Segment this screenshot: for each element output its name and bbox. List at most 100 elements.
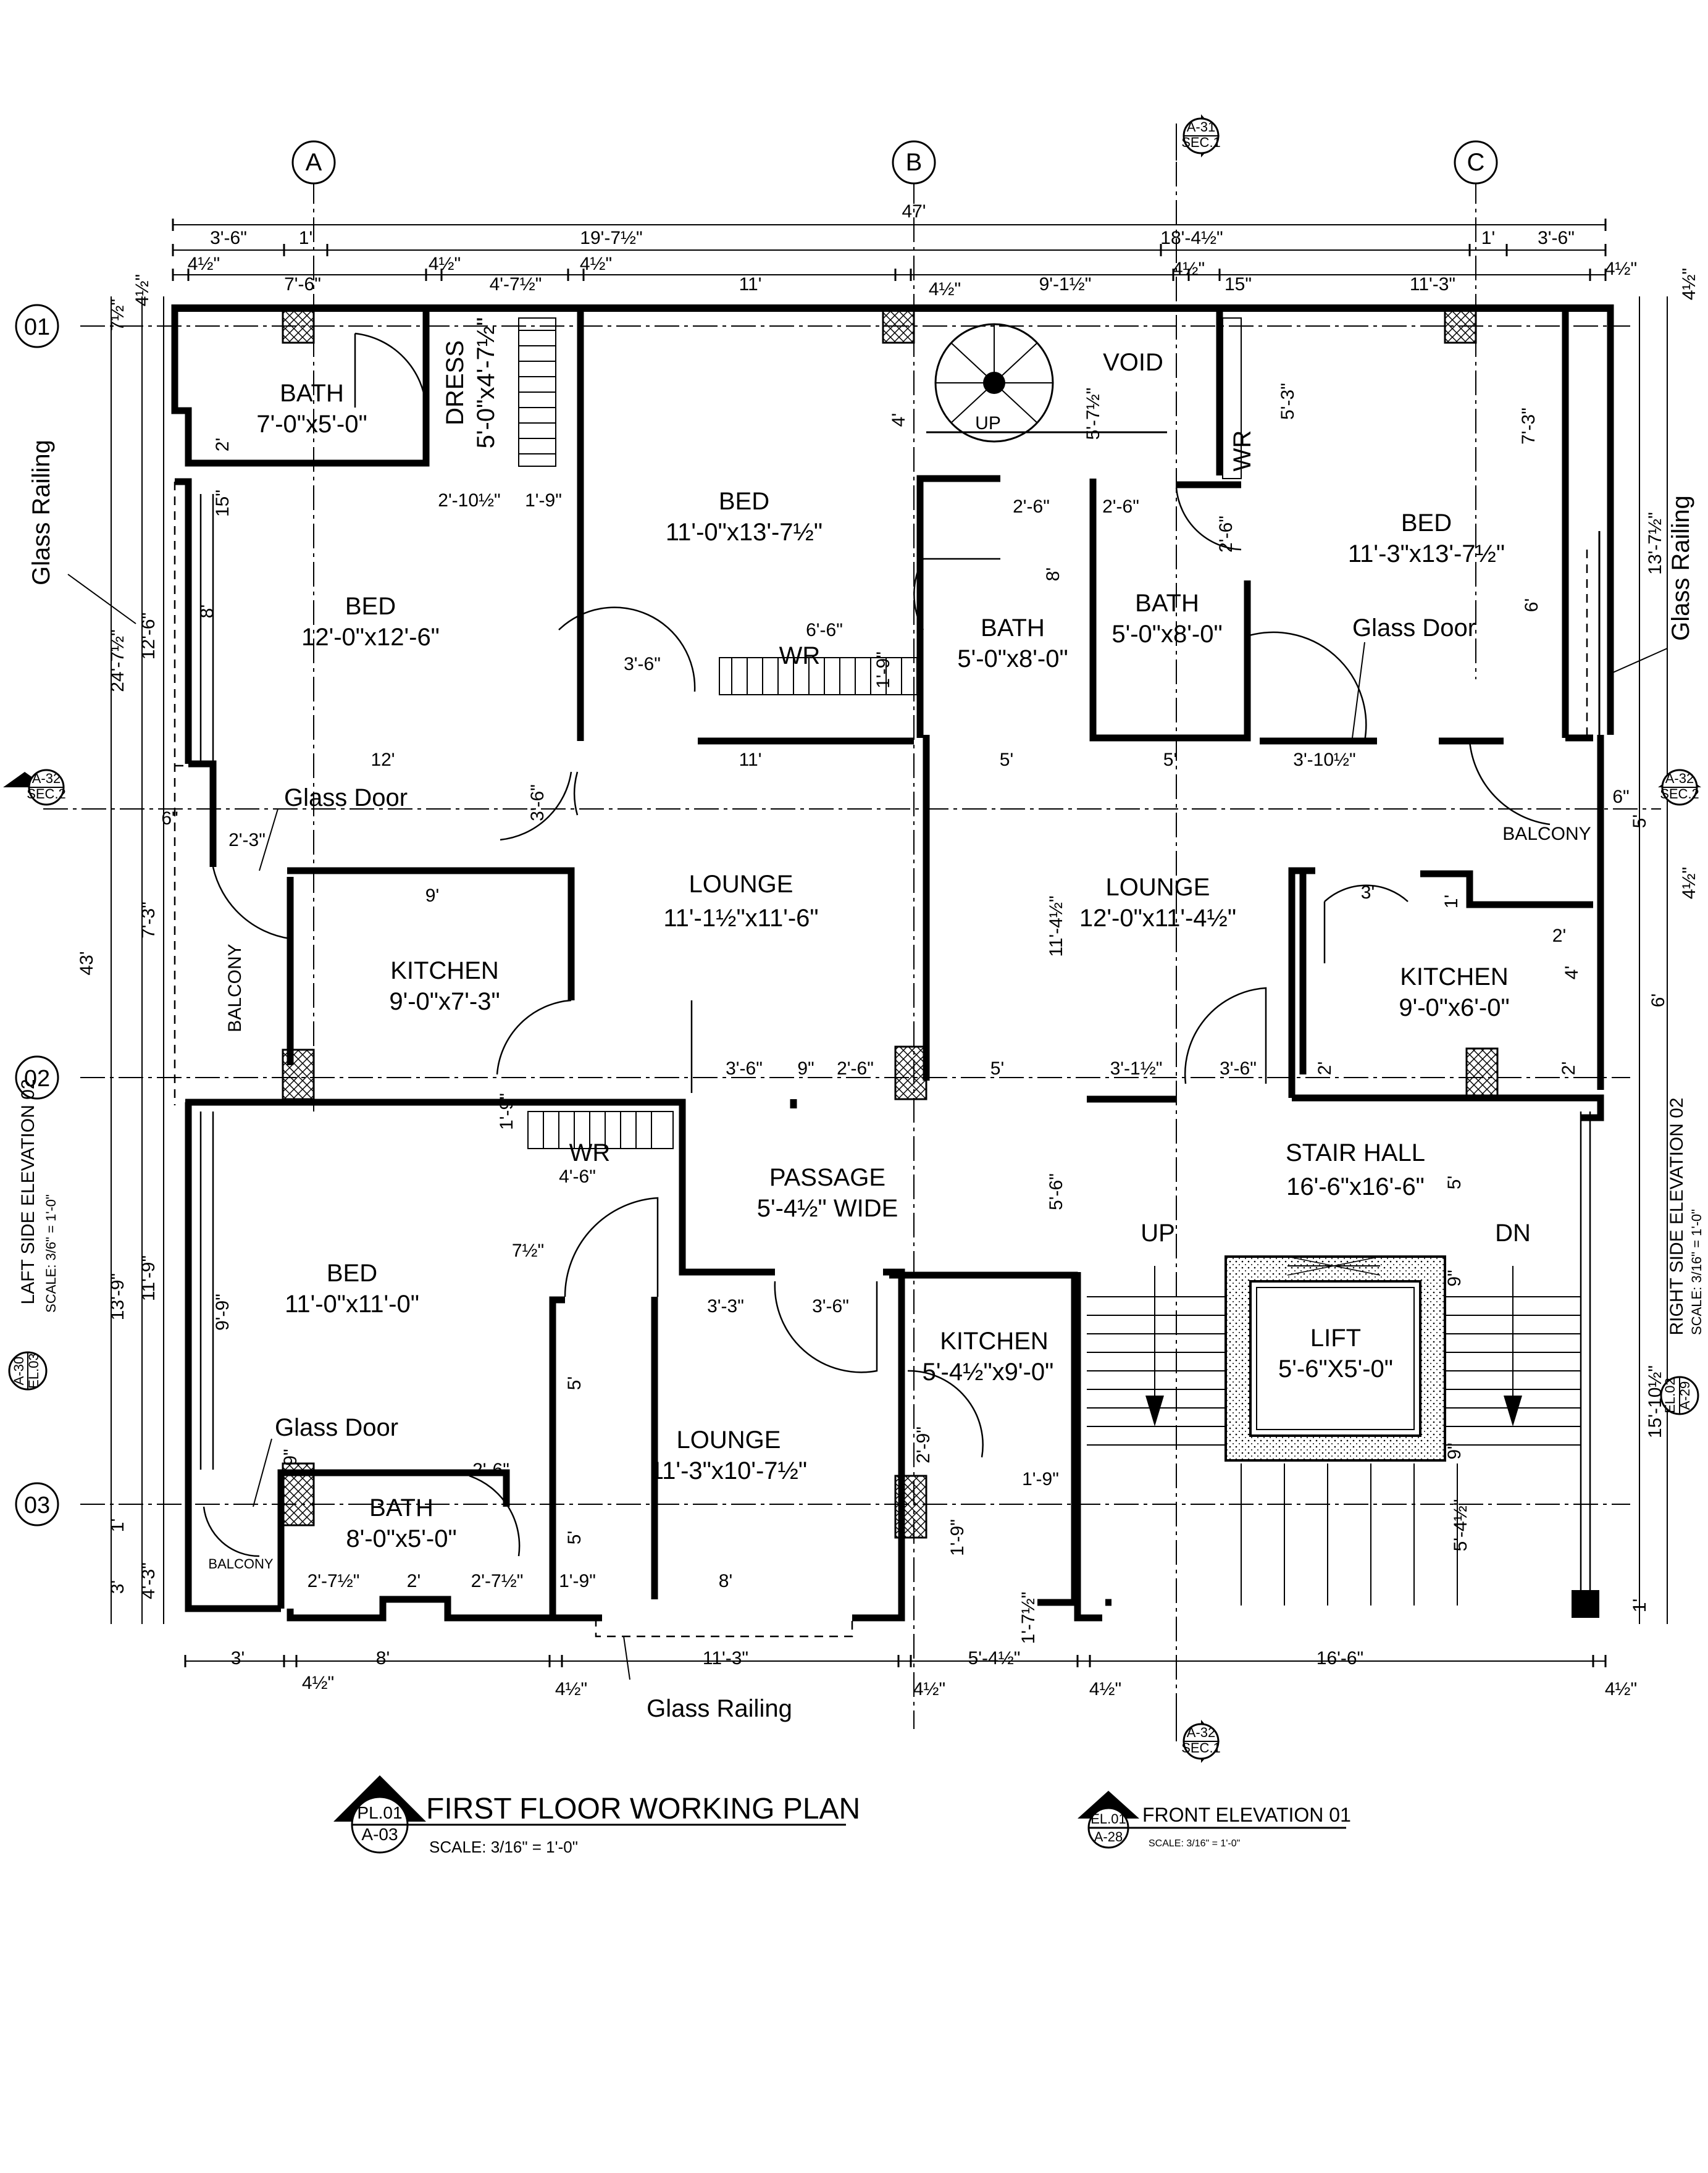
svg-text:11'-3": 11'-3" <box>1410 274 1455 295</box>
svg-text:KITCHEN: KITCHEN <box>1400 963 1509 990</box>
svg-text:BATH: BATH <box>981 614 1045 642</box>
svg-text:11'-3"x10'-7½": 11'-3"x10'-7½" <box>650 1457 807 1484</box>
glass-door-label-3: Glass Door <box>275 1414 398 1441</box>
svg-text:43': 43' <box>77 951 97 975</box>
svg-text:4½": 4½" <box>555 1679 587 1699</box>
svg-text:5'-0"x8'-0": 5'-0"x8'-0" <box>1111 621 1222 648</box>
svg-text:PASSAGE: PASSAGE <box>769 1164 885 1191</box>
svg-text:1': 1' <box>299 228 312 248</box>
svg-text:STAIR HALL: STAIR HALL <box>1286 1139 1425 1166</box>
spiral-up-label: UP <box>975 413 1001 433</box>
svg-text:2': 2' <box>1552 926 1566 946</box>
svg-text:4'-7½": 4'-7½" <box>490 274 542 295</box>
svg-text:9": 9" <box>280 1449 301 1465</box>
svg-text:EL.03: EL.03 <box>26 1353 41 1389</box>
svg-text:5'-4½": 5'-4½" <box>968 1648 1021 1668</box>
wr-label-3: WR <box>1229 430 1256 472</box>
svg-text:RIGHT SIDE ELEVATION 02: RIGHT SIDE ELEVATION 02 <box>1667 1097 1687 1335</box>
section-marker-right: A-32 SEC.2 <box>1658 769 1701 806</box>
front-elevation-block: EL.01 A-28 FRONT ELEVATION 01 SCALE: 3/1… <box>1078 1791 1351 1849</box>
wr-label-2: WR <box>569 1139 611 1166</box>
title-block: PL.01 A-03 FIRST FLOOR WORKING PLAN SCAL… <box>333 1775 860 1856</box>
svg-text:SEC.2: SEC.2 <box>1660 786 1699 802</box>
svg-text:5'-6"X5'-0": 5'-6"X5'-0" <box>1278 1355 1393 1383</box>
room-label-lounge-3: LOUNGE 11'-3"x10'-7½" <box>650 1426 807 1484</box>
svg-text:5'-7½": 5'-7½" <box>1083 388 1103 440</box>
svg-text:7'-6": 7'-6" <box>284 274 321 295</box>
glass-door-label-1: Glass Door <box>284 784 408 811</box>
svg-text:02: 02 <box>24 1066 50 1092</box>
svg-text:6": 6" <box>1612 787 1629 807</box>
room-label-void: VOID <box>1103 349 1163 376</box>
svg-text:3'-1½": 3'-1½" <box>1110 1058 1163 1079</box>
svg-text:11'-0"x11'-0": 11'-0"x11'-0" <box>285 1291 419 1318</box>
drawing-title: FIRST FLOOR WORKING PLAN <box>426 1793 860 1825</box>
svg-text:2'-6": 2'-6" <box>1013 496 1050 517</box>
grid-lines <box>43 124 1661 1741</box>
svg-text:4½": 4½" <box>1679 268 1699 300</box>
svg-text:11'-9": 11'-9" <box>138 1255 159 1301</box>
svg-text:A-32: A-32 <box>1187 1725 1215 1740</box>
grid-bubble-b: B <box>892 140 936 185</box>
svg-text:BATH: BATH <box>280 380 344 407</box>
room-label-bed-2: BED 11'-0"x13'-7½" <box>666 488 823 546</box>
svg-text:A-32: A-32 <box>1665 771 1694 786</box>
room-label-lift: LIFT 5'-6"X5'-0" <box>1278 1325 1393 1383</box>
svg-text:5': 5' <box>1630 814 1650 828</box>
svg-text:11'-4½": 11'-4½" <box>1046 895 1066 957</box>
svg-text:4½": 4½" <box>302 1673 334 1693</box>
svg-text:3'-6": 3'-6" <box>624 654 661 674</box>
svg-text:FRONT ELEVATION 01: FRONT ELEVATION 01 <box>1142 1804 1351 1826</box>
svg-text:11': 11' <box>739 274 762 295</box>
svg-text:16'-6": 16'-6" <box>1317 1648 1363 1668</box>
svg-text:15": 15" <box>1224 274 1252 295</box>
svg-text:2'-9": 2'-9" <box>913 1426 934 1463</box>
svg-text:SCALE: 3/6" = 1'-0": SCALE: 3/6" = 1'-0" <box>43 1194 59 1313</box>
svg-text:LAFT SIDE ELEVATION 02: LAFT SIDE ELEVATION 02 <box>18 1079 38 1304</box>
svg-text:1'-9": 1'-9" <box>1022 1469 1059 1489</box>
svg-text:4½": 4½" <box>580 254 612 274</box>
svg-text:A-29: A-29 <box>1677 1381 1693 1410</box>
svg-text:4½": 4½" <box>132 274 153 306</box>
svg-text:LIFT: LIFT <box>1310 1325 1361 1352</box>
svg-text:5'-4½": 5'-4½" <box>1451 1499 1471 1552</box>
svg-text:BATH: BATH <box>369 1494 433 1522</box>
svg-text:15": 15" <box>212 490 233 517</box>
svg-text:4½": 4½" <box>913 1679 945 1699</box>
svg-text:B: B <box>906 149 923 176</box>
svg-text:EL.01: EL.01 <box>1091 1811 1126 1827</box>
svg-text:4½": 4½" <box>429 254 461 274</box>
svg-text:4½": 4½" <box>1605 1679 1637 1699</box>
glass-door-label-2: Glass Door <box>1352 614 1476 642</box>
svg-text:A-31: A-31 <box>1187 119 1215 135</box>
svg-text:4½": 4½" <box>929 279 961 299</box>
svg-text:3'-3": 3'-3" <box>707 1296 744 1317</box>
svg-text:11'-1½"x11'-6": 11'-1½"x11'-6" <box>663 905 818 932</box>
stair-up-label: UP <box>1141 1220 1175 1247</box>
room-label-bed-3: BED 11'-3"x13'-7½" <box>1348 509 1505 567</box>
svg-text:11'-3"x13'-7½": 11'-3"x13'-7½" <box>1348 540 1505 567</box>
svg-text:6": 6" <box>161 808 178 829</box>
svg-text:11'-0"x13'-7½": 11'-0"x13'-7½" <box>666 519 823 546</box>
svg-text:12'-6": 12'-6" <box>138 613 159 659</box>
svg-text:2'-7½": 2'-7½" <box>308 1571 360 1591</box>
section-marker-left: A-32 SEC.2 <box>3 769 66 806</box>
room-label-kitchen-1: KITCHEN 9'-0"x7'-3" <box>389 957 500 1015</box>
svg-text:4'-6": 4'-6" <box>559 1166 596 1187</box>
room-label-lounge-2: LOUNGE 12'-0"x11'-4½" <box>1079 874 1236 932</box>
svg-text:7½": 7½" <box>107 299 128 331</box>
svg-text:5': 5' <box>564 1531 585 1544</box>
svg-text:3'-6": 3'-6" <box>527 784 548 821</box>
svg-text:2': 2' <box>1315 1061 1335 1075</box>
stair-treads <box>1087 1266 1581 1606</box>
room-label-bed-1: BED 12'-0"x12'-6" <box>301 593 440 651</box>
svg-text:01: 01 <box>24 314 50 340</box>
svg-text:5'-4½" WIDE: 5'-4½" WIDE <box>757 1195 898 1222</box>
svg-text:2'-6": 2'-6" <box>1216 516 1236 553</box>
door-swings <box>203 332 1551 1557</box>
svg-text:3'-6": 3'-6" <box>726 1058 763 1079</box>
drawing-scale: SCALE: 3/16" = 1'-0" <box>429 1838 578 1856</box>
svg-text:18'-4½": 18'-4½" <box>1160 228 1223 248</box>
svg-text:19'-7½": 19'-7½" <box>580 228 642 248</box>
balcony-label-1: BALCONY <box>225 944 245 1032</box>
